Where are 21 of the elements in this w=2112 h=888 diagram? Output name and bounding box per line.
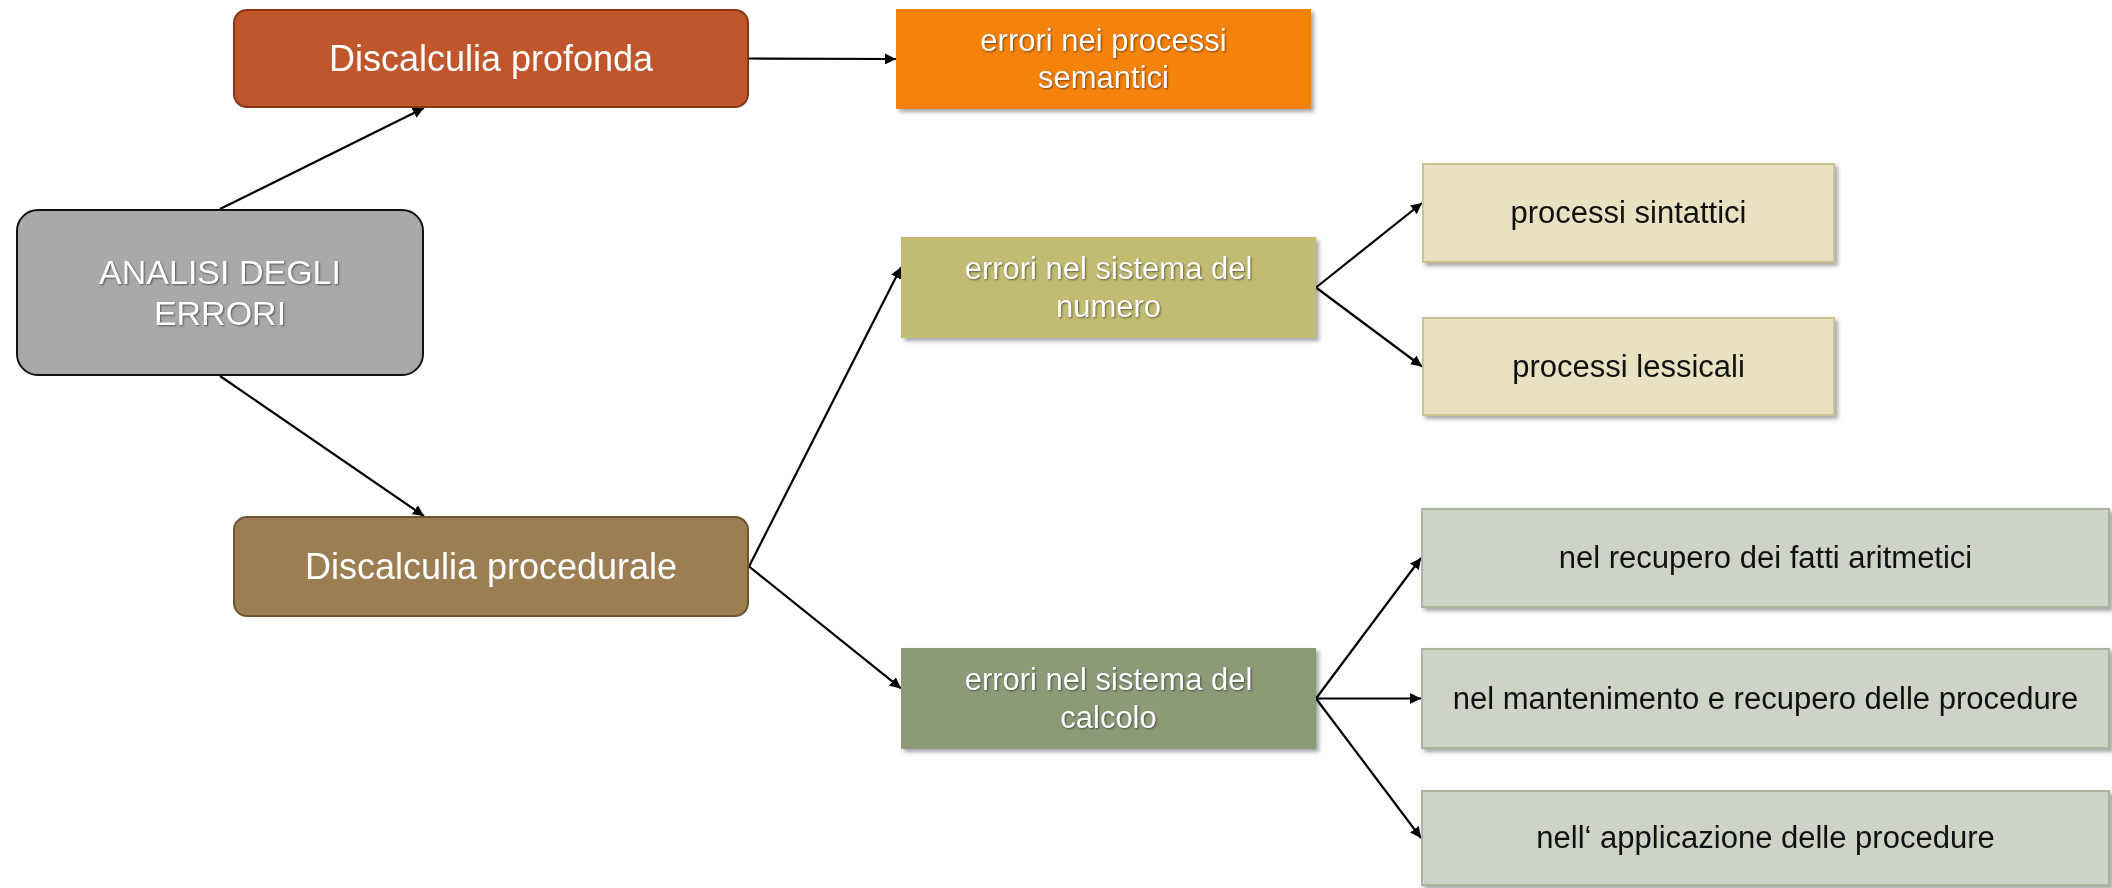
root-box: ANALISI DEGLI ERRORI	[16, 209, 424, 376]
arrow	[748, 565, 902, 690]
arrow	[1315, 697, 1422, 839]
process-box: nel recupero dei fatti aritmetici	[1421, 508, 2110, 608]
arrow	[1315, 286, 1423, 368]
error-box: errori nel sistema del calcolo	[901, 648, 1316, 749]
category-box: Discalculia procedurale	[233, 516, 749, 617]
error-box: errori nel sistema del numero	[901, 237, 1316, 338]
arrow	[219, 107, 425, 210]
process-box: processi sintattici	[1422, 163, 1835, 263]
arrow	[1316, 693, 1421, 704]
arrow	[748, 266, 902, 567]
arrow	[749, 53, 896, 65]
category-box: Discalculia profonda	[233, 9, 749, 108]
arrow	[1315, 557, 1422, 700]
process-box: processi lessicali	[1422, 317, 1835, 416]
error-box: errori nei processi semantici	[896, 9, 1311, 109]
arrow	[1315, 202, 1423, 289]
process-box: nel mantenimento e recupero delle procedure	[1421, 648, 2110, 749]
process-box: nell‘ applicazione delle procedure	[1421, 790, 2110, 886]
arrow	[219, 375, 425, 517]
